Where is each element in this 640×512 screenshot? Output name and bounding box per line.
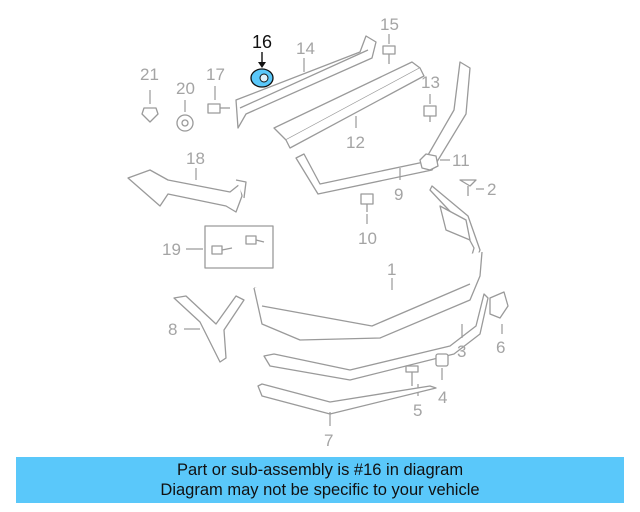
callout-1: 1: [387, 260, 396, 279]
callout-8: 8: [168, 320, 177, 339]
callout-5: 5: [413, 401, 422, 420]
part-16-clip-highlighted: [250, 68, 274, 88]
part-13-clip: [423, 105, 437, 122]
part-15-bolt: [382, 45, 396, 64]
part-2-clip: [459, 179, 477, 196]
part-7-lower-trim: [257, 383, 437, 415]
callout-21: 21: [140, 65, 159, 84]
callout-9: 9: [394, 185, 403, 204]
callout-17: 17: [206, 65, 225, 84]
callout-14: 14: [296, 39, 315, 58]
part-3-valance: [263, 293, 489, 381]
info-banner: Part or sub-assembly is #16 in diagram D…: [16, 457, 624, 503]
part-6-tow-cover: [489, 291, 509, 319]
part-17-bolt: [207, 103, 230, 114]
callout-10: 10: [358, 229, 377, 248]
banner-line-2: Diagram may not be specific to your vehi…: [160, 481, 480, 499]
callout-16: 16: [252, 32, 272, 52]
part-19-hardware-kit: [204, 225, 274, 269]
part-4-clip: [435, 353, 449, 367]
callout-19: 19: [162, 240, 181, 259]
banner-line-1: Part or sub-assembly is #16 in diagram: [176, 461, 464, 479]
callout-13: 13: [421, 73, 440, 92]
callout-15: 15: [380, 15, 399, 34]
part-1-bumper-cover: [253, 185, 483, 341]
part-10-bolt: [360, 193, 374, 212]
callout-2: 2: [487, 180, 496, 199]
callout-3: 3: [457, 342, 466, 361]
callout-7: 7: [324, 431, 333, 450]
part-5-screw: [405, 365, 419, 386]
part-8-side-trim: [173, 295, 245, 363]
part-14-reinforcement: [235, 35, 377, 129]
callout-12: 12: [346, 133, 365, 152]
callout-6: 6: [496, 338, 505, 357]
callout-4: 4: [438, 388, 447, 407]
part-12-absorber: [273, 61, 425, 149]
part-11-nut: [419, 153, 439, 171]
part-21-clip: [141, 107, 159, 123]
part-18-bracket: [127, 169, 247, 213]
callout-11: 11: [452, 151, 470, 170]
callout-20: 20: [176, 79, 195, 98]
callout-18: 18: [186, 149, 205, 168]
part-20-grommet: [176, 114, 194, 132]
